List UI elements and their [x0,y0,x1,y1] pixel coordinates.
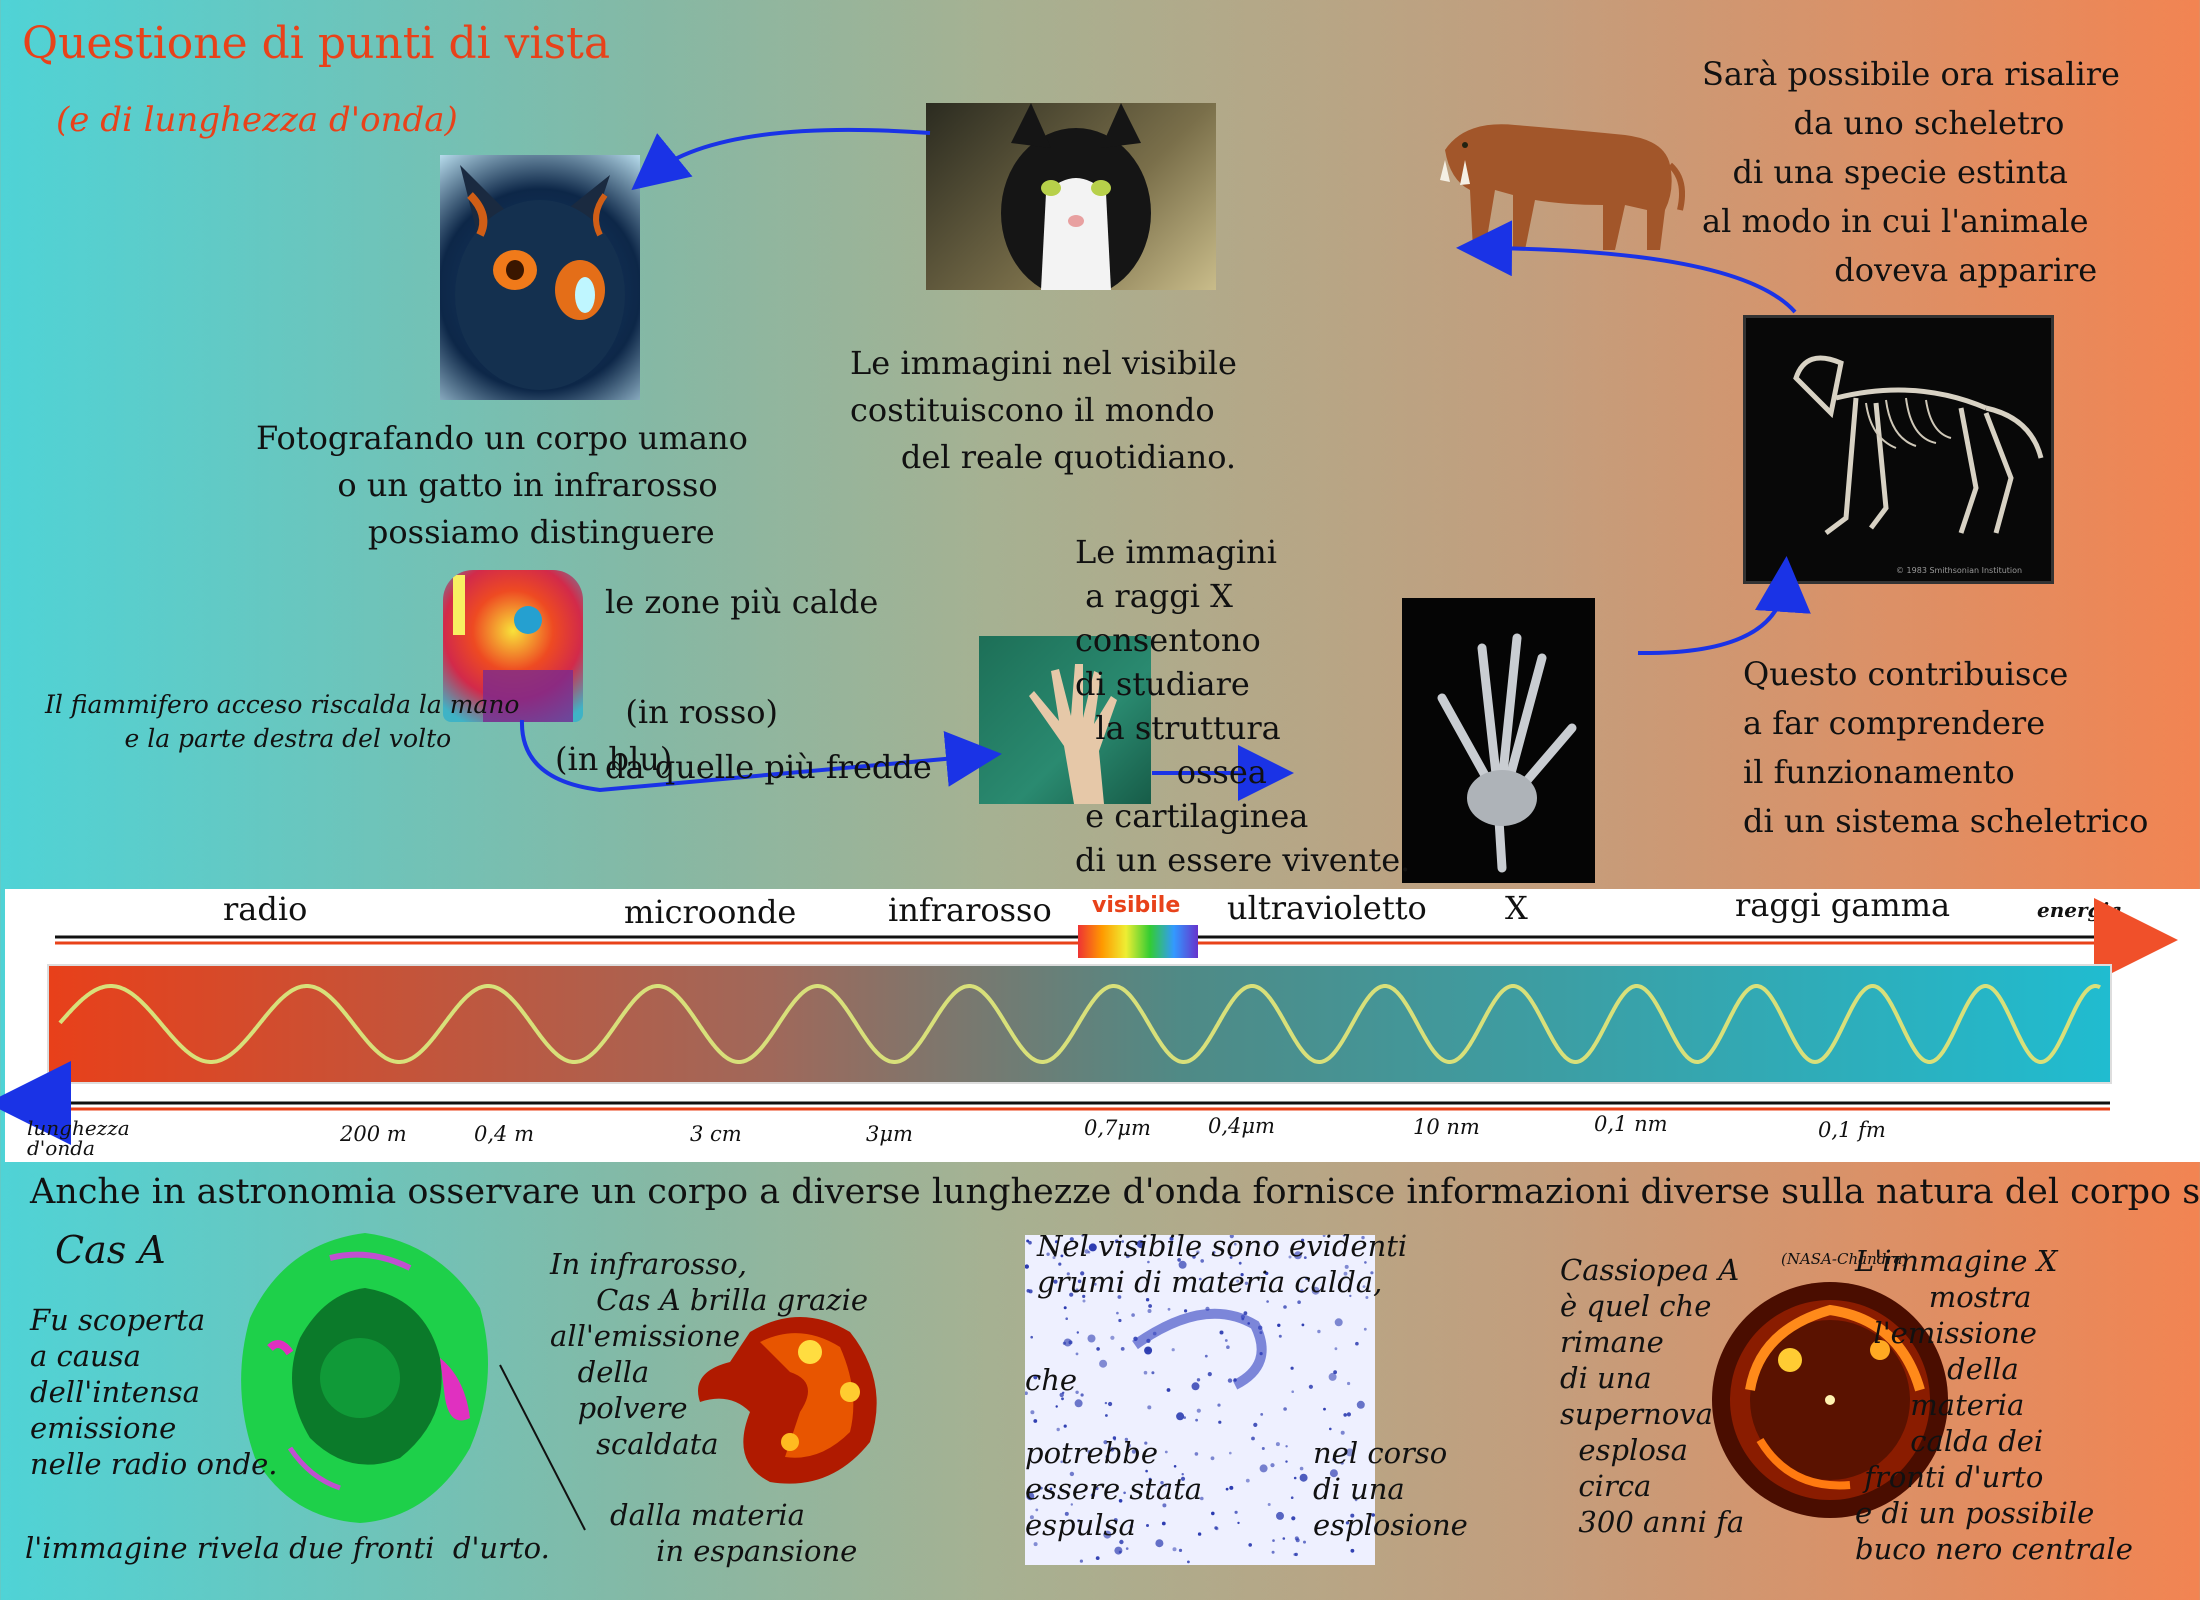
band-ultravioletto: ultravioletto [1227,889,1427,927]
hand-photo-image [979,636,1151,804]
cas-a-xray-image [1700,1270,1960,1530]
tick-01nm: 0,1 nm [1594,1112,1668,1136]
skeleton-text: Questo contribuisce a far comprendere il… [1743,655,2149,840]
infrared-text: Fotografando un corpo umano o un gatto i… [256,419,748,551]
in-blu-text: (in blu) [555,740,673,778]
band-microonde: microonde [624,893,797,931]
radio-text: Fu scoperta a causa dell'intensa emissio… [30,1303,278,1481]
extinct-text: Sarà possibile ora risalire da uno schel… [1702,55,2120,289]
page-title: Questione di punti di vista [22,18,611,69]
sabertooth-image [1425,110,1685,255]
visible-astro-text-4: nel corso di una esplosione [1313,1436,1468,1542]
visible-astro-text-2: che [1025,1363,1078,1397]
svg-text:© 1983 Smithsonian Institution: © 1983 Smithsonian Institution [1896,566,2022,575]
visible-cat-image [926,103,1216,290]
visible-astro-text-3: potrebbe essere stata espulsa [1025,1436,1203,1542]
match-caption: Il fiammifero acceso riscalda la mano e … [45,690,520,753]
page-subtitle: (e di lunghezza d'onda) [56,100,458,140]
tick-07um: 0,7μm [1084,1116,1151,1140]
band-radio: radio [223,890,308,928]
band-visibile: visibile [1092,893,1181,918]
nasa-credit: (NASA-Chandra) [1781,1250,1909,1268]
thermal-person-image [443,570,583,722]
spectrum-graphic [0,898,2178,1145]
band-x: X [1505,889,1528,927]
skeleton-image: © 1983 Smithsonian Institution [1743,315,2054,584]
hot-zones-text: le zone più calde (in rosso) da quelle p… [605,583,932,786]
flow-arrows [519,127,1811,801]
radio-text-2: l'immagine rivela due fronti d'urto. [25,1531,550,1565]
infrared-cat-image [440,155,640,400]
xray-astro-left: Cassiopea A è quel che rimane di una sup… [1560,1253,1745,1539]
tick-04m: 0,4 m [474,1122,534,1146]
visible-astro-text-1: Nel visibile sono evidenti grumi di mate… [1037,1229,1408,1299]
tick-200m: 200 m [340,1122,407,1146]
cas-a-radio-image [230,1228,505,1528]
cas-a-visible-image [1025,1235,1375,1565]
wavelength-label: lunghezza d'onda [27,1116,130,1160]
tick-3um: 3μm [866,1122,913,1146]
tick-04um: 0,4μm [1208,1114,1275,1138]
xray-astro-right: L'immagine X mostra l'emissione della ma… [1855,1244,2133,1566]
cas-a-infrared-image [690,1292,890,1497]
infrared-astro-text-2: dalla materia in espansione [610,1498,858,1568]
shock-front-pointer [499,1364,586,1531]
xray-text: Le immagini a raggi X consentono di stud… [1075,533,1411,879]
cas-a-label: Cas A [55,1228,166,1272]
astro-heading: Anche in astronomia osservare un corpo a… [30,1172,2200,1212]
band-raggi-gamma: raggi gamma [1735,886,1951,924]
infrared-astro-text: In infrarosso, Cas A brilla grazie all'e… [550,1247,869,1461]
tick-01fm: 0,1 fm [1818,1118,1886,1142]
tick-10nm: 10 nm [1413,1115,1480,1139]
visible-text: Le immagini nel visibile costituiscono i… [850,344,1237,476]
tick-3cm: 3 cm [690,1122,742,1146]
band-infrarosso: infrarosso [888,891,1052,929]
xray-hand-image [1402,598,1595,883]
